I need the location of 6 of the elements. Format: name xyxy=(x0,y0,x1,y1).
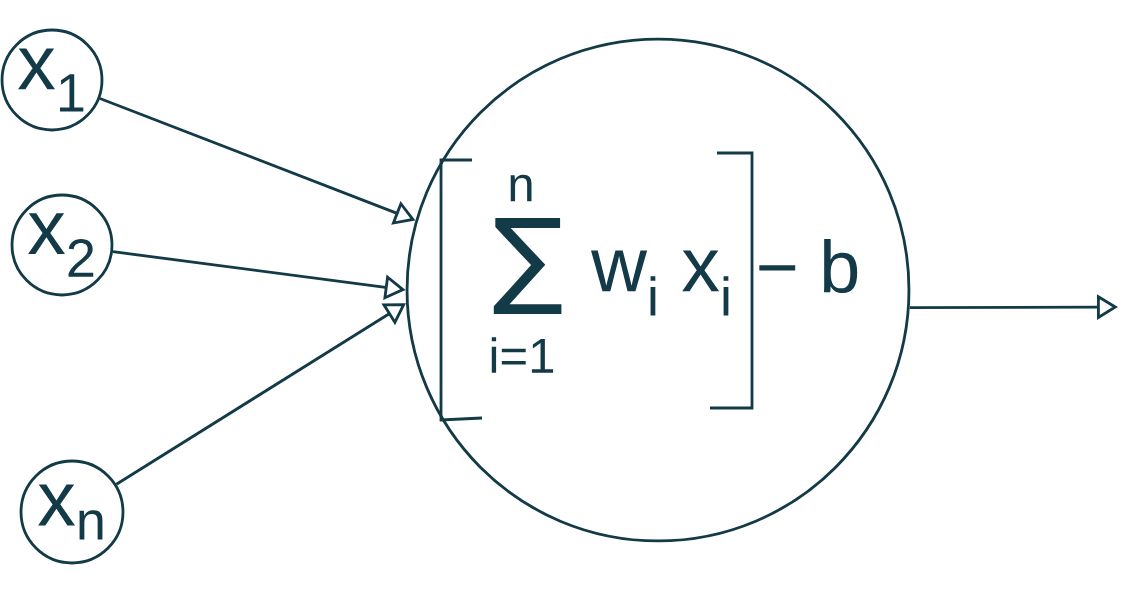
weighted-input-term: w$_{i}$ x$_{i}$ xyxy=(591,250,729,316)
sum-limit: i=1 xyxy=(491,337,554,373)
arrow xyxy=(115,303,406,486)
bias-term: − b xyxy=(759,238,858,294)
summation-sign: ∑ xyxy=(493,217,562,314)
sum-limit: n xyxy=(510,174,532,202)
